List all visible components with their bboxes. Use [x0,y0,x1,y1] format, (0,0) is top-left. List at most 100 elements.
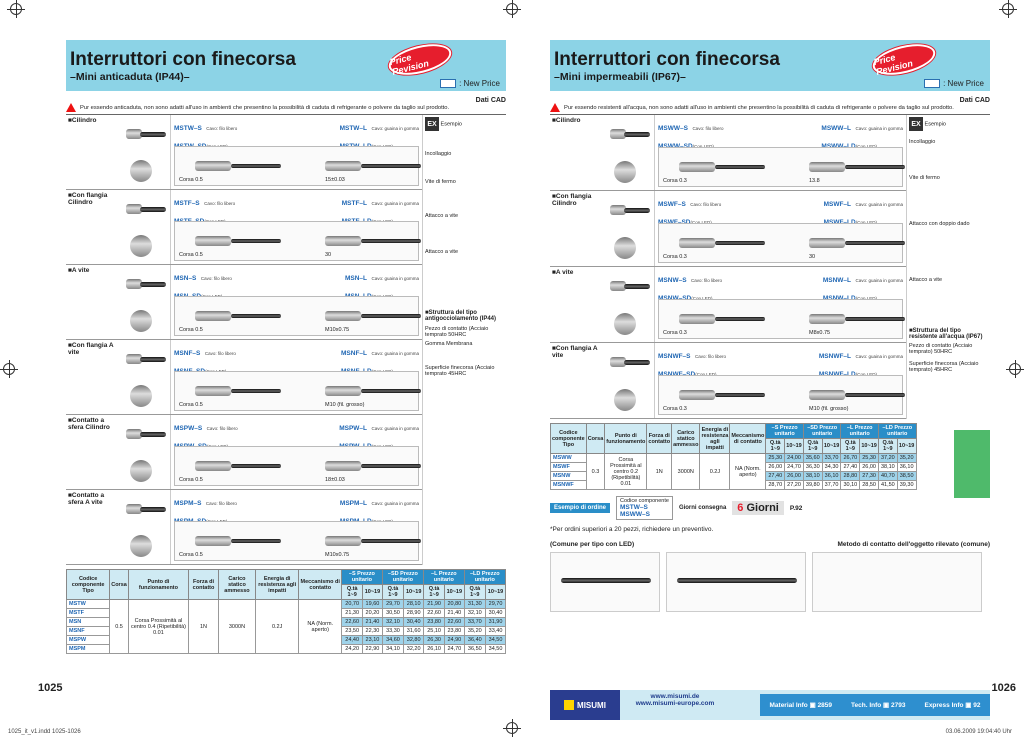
stroke-label: Corsa 0.5 [179,327,203,333]
part-code[interactable]: MSPW–L [339,425,368,432]
new-price-swatch-right [924,79,941,88]
part-code[interactable]: MSNWF–SD [658,371,695,378]
table-cell-price: 32,80 [403,635,425,645]
table-cell-price: 34,50 [485,644,506,654]
part-code[interactable]: MSN–L [344,275,368,282]
table-cell-price: 21,90 [423,599,446,609]
part-code[interactable]: MSWF–LD [824,219,856,226]
footer: MISUMI www.misumi.de www.misumi-europe.c… [550,690,990,720]
table-cell-code[interactable]: MSPM [65,644,111,654]
part-code[interactable]: MSNW–LD [823,295,856,302]
part-code[interactable]: MSNW–SD [658,295,691,302]
table-cell-price: 38,50 [896,471,917,481]
sensor-body [126,504,142,514]
table-cell-code[interactable]: MSNW [550,471,587,481]
table-cell-price: 24,70 [784,462,804,472]
qty-header: 10~19 [362,584,383,600]
part-code[interactable]: MSWF–L [823,201,852,208]
table-cell-price: 35,20 [463,626,487,636]
row-label: ■Cilindro [552,117,581,124]
table-cell-price: 25,30 [859,453,879,463]
qty-header: Q.tà 1~9 [463,584,487,600]
new-price-label-right: : New Price [943,79,984,88]
cad-data-link-right[interactable]: Dati CAD [959,97,990,104]
table-header: Energia di resistenza agli impatti [699,423,731,454]
part-code[interactable]: MSWW–SD [658,143,693,150]
registration-mark-top-right [999,0,1017,18]
part-code[interactable]: MSPW–S [174,425,203,432]
part-code[interactable]: MSWW–LD [821,143,855,150]
table-cell-code[interactable]: MSTW [65,599,111,609]
table-cell-price: 36,10 [896,462,917,472]
drawing-cable-2 [845,393,905,397]
drawing-body [195,536,231,546]
part-code[interactable]: MSNF–S [174,350,201,357]
part-code[interactable]: MSWF–S [658,201,686,208]
web-link-de[interactable]: www.misumi.de [650,693,700,700]
cad-data-link[interactable]: Dati CAD [475,97,506,104]
table-cell-code[interactable]: MSN [65,617,111,627]
part-code[interactable]: MSWW–S [658,125,688,132]
technical-drawing: Corsa 0.3 M10 (fil. grosso) [658,375,905,415]
part-code[interactable]: MSPM–L [339,500,368,507]
part-code[interactable]: MSPM–S [174,500,202,507]
price-group-header: –SD Prezzo unitario [381,569,425,585]
part-code[interactable]: MSWF–SD [658,219,691,226]
part-code[interactable]: MSNWF–L [818,353,852,360]
table-cell-code[interactable]: MSNWF [550,480,587,490]
part-code[interactable]: MSTF–S [174,200,200,207]
part-code[interactable]: MSNW–L [822,277,852,284]
part-code[interactable]: MSTW–L [339,125,368,132]
table-cell-price: 22,60 [341,617,364,627]
part-code[interactable]: MSNF–L [341,350,368,357]
product-spec: MSPW–S Cavo: filo libero MSPW–SD(Con LED… [170,415,422,489]
part-code[interactable]: MSWW–L [821,125,852,132]
part-code[interactable]: MSTW–S [174,125,202,132]
drawing-cable-2 [361,239,421,243]
dimension-label: 18±0.03 [325,477,345,483]
part-code[interactable]: MSN–S [174,275,197,282]
sensor-face [130,385,152,407]
part-note: Cavo: filo libero [205,501,237,506]
table-cell-price: 26,00 [765,462,786,472]
table-header: Energia di resistenza agli impatti [254,569,300,600]
express-info[interactable]: Express Info ▣ 92 [924,702,981,709]
left-warning: Pur essendo anticaduta, non sono adatti … [66,97,506,112]
technical-drawing: Corsa 0.5 M10x0.75 [174,521,421,561]
material-info[interactable]: Material Info ▣ 2859 [769,702,833,709]
drawing-body-2 [809,390,845,400]
drawing-cable [231,389,281,393]
drawing-body-2 [809,238,845,248]
tech-info[interactable]: Tech. Info ▣ 2793 [851,702,906,709]
part-code[interactable]: MSNW–S [658,277,687,284]
part-code[interactable]: MSNWF–LD [819,371,856,378]
table-cell-code[interactable]: MSWW [550,453,587,463]
structure-line-2-right: Superficie finecorsa (Acciaio temprato) … [909,361,979,373]
part-note: Cavo: filo libero [200,276,232,281]
qty-header: Q.tà 1~9 [877,438,898,454]
table-cell-code[interactable]: MSWF [550,462,587,472]
table-cell-price: 32,10 [463,608,487,618]
table-cell-code[interactable]: MSTF [65,608,111,618]
sensor-face [130,535,152,557]
table-cell-code[interactable]: MSPW [65,635,111,645]
price-group-header: –L Prezzo unitario [840,423,879,439]
part-note: Cavo: guaina in gomma [855,278,903,283]
table-cell-carico: 3000N [671,453,701,490]
product-photo [120,115,170,189]
part-code[interactable]: MSTF–L [341,200,368,207]
sensor-cable [140,507,166,512]
left-subtitle: –Mini anticaduta (IP44)– [70,71,190,83]
product-photo [604,115,654,190]
left-page: Interruttori con finecorsa –Mini anticad… [38,38,507,694]
table-cell-price: 27,40 [765,471,786,481]
table-cell-code[interactable]: MSNF [65,626,111,636]
product-spec: MSNW–S Cavo: filo libero MSNW–SD(Con LED… [654,267,906,342]
part-code[interactable]: MSNWF–S [658,353,691,360]
table-cell-price: 20,20 [362,608,383,618]
table-cell-price: 26,00 [859,462,879,472]
web-link-europe[interactable]: www.misumi-europe.com [635,700,715,707]
right-side-panel: EX Esempio Incollaggio Vite di fermo Att… [906,115,990,419]
page-reference[interactable]: P.92 [789,504,803,512]
